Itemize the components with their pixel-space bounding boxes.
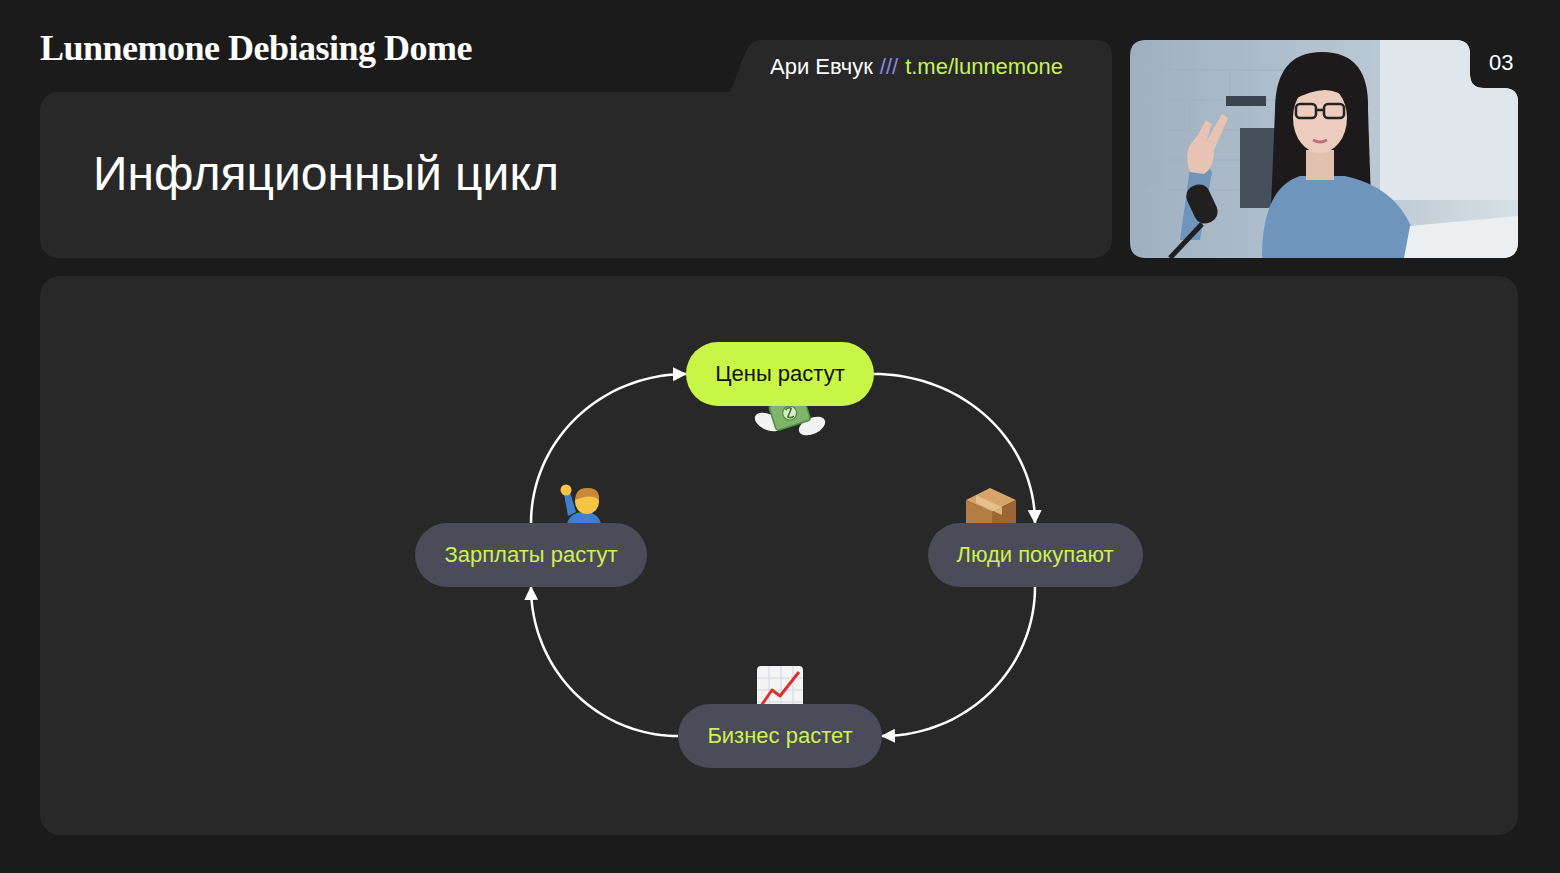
- webcam-image: [1130, 40, 1518, 258]
- node-label: Зарплаты растут: [444, 541, 617, 569]
- cycle-arrow: [531, 587, 678, 736]
- channel-link: t.me/lunnemone: [905, 53, 1063, 81]
- process-box: Бизнес растет: [678, 704, 882, 768]
- cycle-arrow: [531, 374, 686, 523]
- page-number: 03: [1489, 49, 1513, 77]
- separator-mark: ///: [880, 53, 898, 81]
- cycle-arrow: [874, 374, 1035, 523]
- title-panel: [40, 92, 1112, 258]
- node-label: Цены растут: [715, 360, 844, 388]
- logo-text: Lunnemone Debiasing Dome: [40, 26, 472, 70]
- process-box: Люди покупают: [928, 523, 1143, 587]
- slide-title: Инфляционный цикл: [93, 145, 559, 203]
- highlight-box: Цены растут: [686, 342, 874, 406]
- node-label: Бизнес растет: [707, 722, 852, 750]
- author-name: Ари Евчук: [770, 53, 873, 81]
- node-label: Люди покупают: [957, 541, 1114, 569]
- cycle-arrow: [882, 587, 1035, 736]
- main-panel: [40, 276, 1518, 835]
- process-box: Зарплаты растут: [415, 523, 647, 587]
